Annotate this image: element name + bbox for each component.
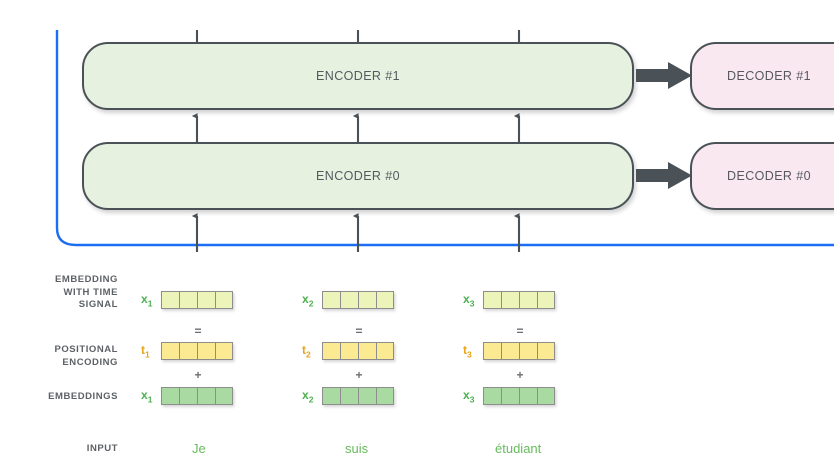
vector-cell bbox=[197, 291, 215, 309]
vector-x1-embedding: x1 bbox=[141, 387, 233, 405]
label-line: WITH TIME bbox=[63, 286, 118, 298]
vector-x2-embedding: x2 bbox=[302, 387, 394, 405]
decoder-0-label: DECODER #0 bbox=[727, 169, 811, 183]
encoder-1-output-ticks bbox=[195, 30, 521, 42]
vector-cells bbox=[161, 291, 233, 309]
vector-cell bbox=[322, 342, 340, 360]
vector-cell bbox=[501, 291, 519, 309]
vector-t1-positional-encoding: t1 bbox=[141, 342, 233, 360]
vector-tag-t2: t2 bbox=[302, 342, 311, 359]
vector-cell bbox=[340, 387, 358, 405]
input-token-1: Je bbox=[192, 441, 206, 456]
vector-x3-embedding-with-time: x3 bbox=[463, 291, 555, 309]
label-line: POSITIONAL bbox=[54, 344, 118, 355]
vector-cell bbox=[340, 342, 358, 360]
vector-cell bbox=[483, 291, 501, 309]
vector-cell bbox=[519, 291, 537, 309]
vector-tag-x3: x3 bbox=[463, 291, 475, 308]
vector-tag-t3: t3 bbox=[463, 342, 472, 359]
vector-cell bbox=[179, 342, 197, 360]
vector-cell bbox=[197, 342, 215, 360]
vector-tag-t1: t1 bbox=[141, 342, 150, 359]
encoder1-to-decoder1-arrow bbox=[636, 62, 692, 89]
vector-tag-x2: x2 bbox=[302, 291, 314, 308]
label-input: INPUT bbox=[86, 443, 118, 454]
vector-cell bbox=[179, 291, 197, 309]
vector-cell bbox=[501, 387, 519, 405]
plus-sign-1: + bbox=[194, 368, 202, 382]
vector-cell bbox=[322, 291, 340, 309]
label-positional-encoding: POSITIONAL ENCODING bbox=[26, 344, 118, 369]
label-embedding-with-time-signal: EMBEDDING WITH TIME SIGNAL bbox=[26, 274, 118, 312]
vector-tag-x1-embedding: x1 bbox=[141, 387, 153, 404]
vector-cells bbox=[161, 387, 233, 405]
label-line: EMBEDDING bbox=[54, 274, 118, 285]
vector-cell bbox=[358, 342, 376, 360]
vector-cells bbox=[322, 342, 394, 360]
encoder-block-1[interactable]: ENCODER #1 bbox=[82, 42, 634, 110]
vector-cell bbox=[376, 291, 394, 309]
vector-cell bbox=[519, 342, 537, 360]
encoder-1-label: ENCODER #1 bbox=[316, 69, 400, 83]
vector-cell bbox=[340, 291, 358, 309]
vector-tag-x1: x1 bbox=[141, 291, 153, 308]
vector-cell bbox=[215, 291, 233, 309]
input-to-encoder0-arrows bbox=[191, 213, 521, 252]
input-token-2: suis bbox=[345, 441, 369, 456]
vector-t2-positional-encoding: t2 bbox=[302, 342, 394, 360]
decoder-1-label: DECODER #1 bbox=[727, 69, 811, 83]
input-token-3: étudiant bbox=[495, 441, 542, 456]
vector-cell bbox=[161, 342, 179, 360]
vector-cells bbox=[483, 291, 555, 309]
label-line: ENCODING bbox=[62, 356, 118, 368]
vector-x3-embedding: x3 bbox=[463, 387, 555, 405]
plus-sign-3: + bbox=[516, 368, 524, 382]
encoder0-to-encoder1-arrows bbox=[191, 113, 521, 142]
vector-cell bbox=[358, 387, 376, 405]
encoder-block-0[interactable]: ENCODER #0 bbox=[82, 142, 634, 210]
vector-cell bbox=[537, 387, 555, 405]
vector-cell bbox=[483, 387, 501, 405]
equals-sign-2: = bbox=[355, 324, 363, 338]
vector-cell bbox=[161, 387, 179, 405]
vector-cells bbox=[483, 342, 555, 360]
vector-cell bbox=[161, 291, 179, 309]
vector-x1-embedding-with-time: x1 bbox=[141, 291, 233, 309]
vector-t3-positional-encoding: t3 bbox=[463, 342, 555, 360]
decoder-block-0[interactable]: DECODER #0 bbox=[690, 142, 834, 210]
encoder0-to-decoder0-arrow bbox=[636, 162, 692, 189]
equals-sign-3: = bbox=[516, 324, 524, 338]
vector-cell bbox=[537, 291, 555, 309]
vector-tag-x3-embedding: x3 bbox=[463, 387, 475, 404]
vector-cell bbox=[376, 342, 394, 360]
vector-cell bbox=[215, 387, 233, 405]
vector-cell bbox=[358, 291, 376, 309]
vector-cell bbox=[501, 342, 519, 360]
vector-cell bbox=[197, 387, 215, 405]
vector-tag-x2-embedding: x2 bbox=[302, 387, 314, 404]
vector-cell bbox=[322, 387, 340, 405]
vector-cells bbox=[322, 291, 394, 309]
vector-cell bbox=[537, 342, 555, 360]
label-line: SIGNAL bbox=[78, 299, 118, 310]
vector-x2-embedding-with-time: x2 bbox=[302, 291, 394, 309]
vector-cell bbox=[483, 342, 501, 360]
vector-cell bbox=[376, 387, 394, 405]
equals-sign-1: = bbox=[194, 324, 202, 338]
label-line: EMBEDDINGS bbox=[48, 391, 118, 402]
vector-cells bbox=[483, 387, 555, 405]
decoder-block-1[interactable]: DECODER #1 bbox=[690, 42, 834, 110]
vector-cell bbox=[215, 342, 233, 360]
vector-cells bbox=[161, 342, 233, 360]
vector-cells bbox=[322, 387, 394, 405]
vector-cell bbox=[179, 387, 197, 405]
encoder-0-label: ENCODER #0 bbox=[316, 169, 400, 183]
label-embeddings: EMBEDDINGS bbox=[26, 391, 118, 404]
vector-cell bbox=[519, 387, 537, 405]
plus-sign-2: + bbox=[355, 368, 363, 382]
